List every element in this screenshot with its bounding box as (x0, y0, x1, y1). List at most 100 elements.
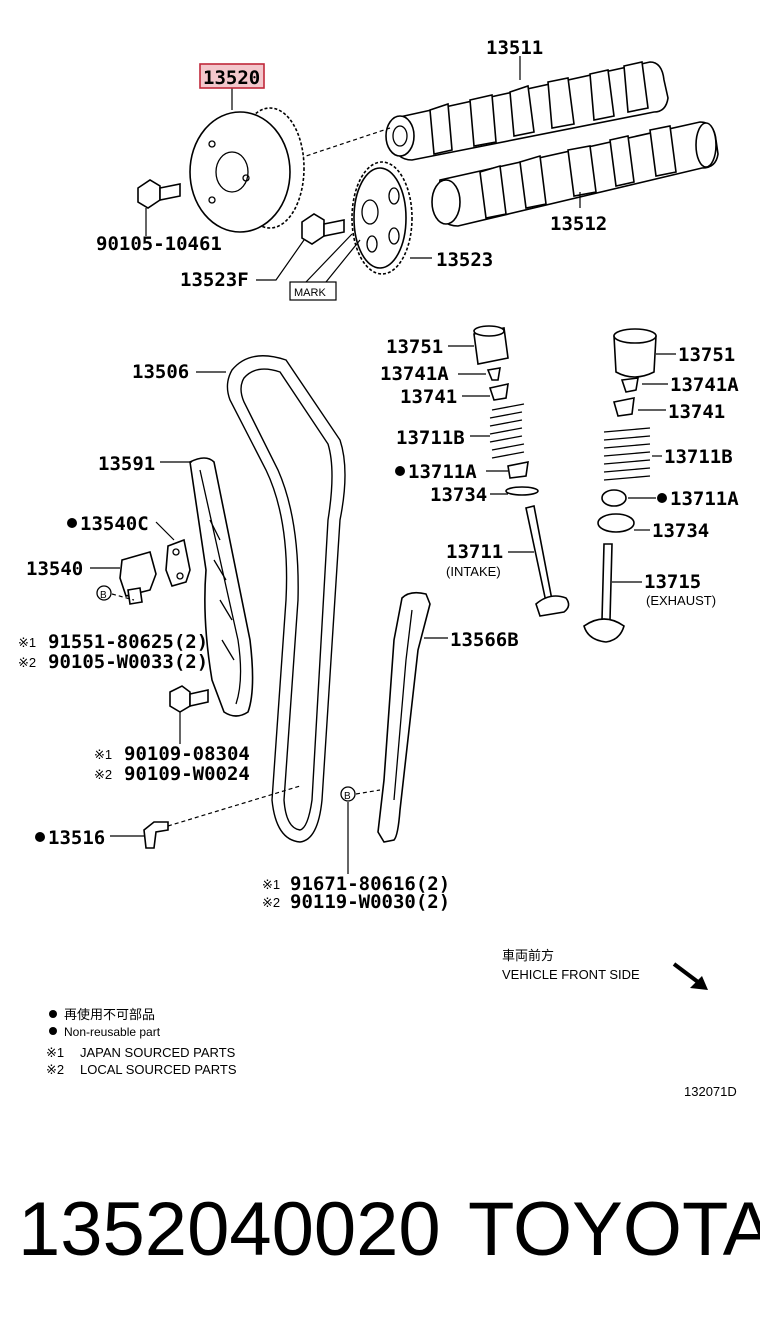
ref-mark-1a: ※1 (18, 635, 36, 650)
label-90119-w0030[interactable]: 90119-W0030(2) (290, 891, 450, 913)
ref-mark-1c: ※1 (262, 877, 280, 892)
intake-spring[interactable] (470, 403, 525, 459)
front-side-jp: 車両前方 (502, 948, 554, 963)
label-13591[interactable]: 13591 (98, 453, 155, 475)
non-reusable-dot-3 (395, 466, 405, 476)
intake-retainer[interactable] (488, 382, 509, 401)
exhaust-lifter[interactable] (613, 328, 676, 378)
legend-non-reusable-jp: 再使用不可部品 (64, 1007, 155, 1022)
label-91671-80616[interactable]: 91671-80616(2) (290, 873, 450, 895)
legend: 再使用不可部品 Non-reusable part ※1 JAPAN SOURC… (46, 1007, 237, 1077)
intake-camshaft[interactable] (385, 61, 669, 161)
non-reusable-dot-2 (35, 832, 45, 842)
footer-bar: 1352040020 TOYOTA (0, 1180, 760, 1300)
label-13566b[interactable]: 13566B (450, 629, 519, 651)
label-13523[interactable]: 13523 (436, 249, 493, 271)
camshaft-section: 13520 90105-10461 13523 13523F (96, 37, 719, 301)
front-side-en: VEHICLE FRONT SIDE (502, 967, 640, 982)
legend-local-sourced: LOCAL SOURCED PARTS (80, 1062, 237, 1077)
ref-b-circle-2 (340, 786, 356, 802)
camshaft-sprocket[interactable] (351, 161, 432, 275)
label-13506[interactable]: 13506 (132, 361, 189, 383)
exhaust-retainer[interactable] (612, 396, 635, 417)
non-reusable-dot-4 (657, 493, 667, 503)
exhaust-valve[interactable] (583, 543, 642, 643)
legend-japan-sourced: JAPAN SOURCED PARTS (80, 1045, 236, 1060)
intake-stem-seal[interactable] (507, 460, 529, 479)
exhaust-stem-seal[interactable] (601, 489, 627, 507)
label-b1: B (100, 590, 107, 601)
intake-keeper[interactable] (486, 367, 501, 381)
label-13520[interactable]: 13520 (203, 67, 260, 89)
label-90105-10461[interactable]: 90105-10461 (96, 233, 222, 255)
chain-tensioner-slipper[interactable] (189, 457, 254, 717)
label-13711a-intake[interactable]: 13711A (408, 461, 477, 483)
highlight-13520 (199, 63, 265, 89)
label-13711b-intake[interactable]: 13711B (396, 427, 465, 449)
ref-mark-2c: ※2 (262, 895, 280, 910)
label-13741a-exhaust[interactable]: 13741A (670, 374, 739, 396)
label-mark: MARK (294, 287, 326, 299)
exhaust-valve-section: 13751 13741A 13741 13711B 13711A 13734 1… (583, 328, 739, 643)
tensioner-gasket[interactable] (155, 521, 191, 587)
intake-lifter[interactable] (448, 325, 509, 365)
diagram-id: 132071D (684, 1084, 737, 1099)
ref-b-circle-1 (96, 585, 112, 601)
exhaust-camshaft[interactable] (431, 121, 719, 227)
intake-valve-section: 13751 13741A 13741 13711B 13711A 13734 1… (380, 325, 570, 617)
label-13711a-exhaust[interactable]: 13711A (670, 488, 739, 510)
legend-dot-1 (49, 1010, 57, 1018)
label-90109-08304[interactable]: 90109-08304 (124, 743, 250, 765)
ref-mark-2a: ※2 (18, 655, 36, 670)
label-91551-80625[interactable]: 91551-80625(2) (48, 631, 208, 653)
label-13751-intake[interactable]: 13751 (386, 336, 443, 358)
label-13516[interactable]: 13516 (48, 827, 105, 849)
label-13512[interactable]: 13512 (550, 213, 607, 235)
legend-non-reusable-en: Non-reusable part (64, 1025, 161, 1039)
legend-dot-2 (49, 1027, 57, 1035)
label-13741-intake[interactable]: 13741 (400, 386, 457, 408)
chain-vibration-damper[interactable] (377, 591, 448, 843)
label-13741-exhaust[interactable]: 13741 (668, 401, 725, 423)
chain-tensioner[interactable] (90, 551, 157, 605)
intake-spring-seat[interactable] (505, 486, 539, 496)
legend-ref-1: ※1 (46, 1045, 64, 1060)
label-13734-exhaust[interactable]: 13734 (652, 520, 709, 542)
oil-nozzle[interactable] (110, 785, 301, 849)
label-13523f[interactable]: 13523F (180, 269, 249, 291)
timing-chain-section: 13506 13591 13540C 13540 B ※1 91551- (18, 355, 519, 913)
label-90105-w0033[interactable]: 90105-W0033(2) (48, 651, 208, 673)
label-13711b-exhaust[interactable]: 13711B (664, 446, 733, 468)
label-b2: B (344, 791, 351, 802)
mark-box (289, 281, 337, 301)
camshaft-timing-gear[interactable] (189, 86, 305, 233)
label-13711-intake[interactable]: 13711 (446, 541, 503, 563)
pivot-bolt[interactable] (169, 685, 209, 744)
ref-mark-2b: ※2 (94, 767, 112, 782)
exhaust-keeper[interactable] (620, 377, 639, 393)
orientation-note: 車両前方 VEHICLE FRONT SIDE (502, 948, 708, 990)
part-number: 1352040020 (18, 1187, 441, 1272)
exhaust-spring-seat[interactable] (597, 513, 635, 533)
label-exhaust: (EXHAUST) (646, 593, 716, 608)
label-13751-exhaust[interactable]: 13751 (678, 344, 735, 366)
brand-name: TOYOTA (468, 1187, 760, 1272)
ref-mark-1b: ※1 (94, 747, 112, 762)
exhaust-spring[interactable] (603, 427, 662, 481)
bolt-90105-10461[interactable] (137, 179, 181, 236)
intake-valve[interactable] (508, 505, 570, 617)
label-13511[interactable]: 13511 (486, 37, 543, 59)
label-90109-w0024[interactable]: 90109-W0024 (124, 763, 250, 785)
bolt-13523f[interactable] (256, 213, 345, 281)
label-intake: (INTAKE) (446, 564, 501, 579)
label-13734-intake[interactable]: 13734 (430, 484, 487, 506)
label-13540[interactable]: 13540 (26, 558, 83, 580)
label-13540c[interactable]: 13540C (80, 513, 149, 535)
front-direction-arrow-icon (672, 962, 708, 990)
legend-ref-2: ※2 (46, 1062, 64, 1077)
label-13741a-intake[interactable]: 13741A (380, 363, 449, 385)
timing-chain[interactable] (226, 355, 346, 843)
non-reusable-dot (67, 518, 77, 528)
label-13715[interactable]: 13715 (644, 571, 701, 593)
